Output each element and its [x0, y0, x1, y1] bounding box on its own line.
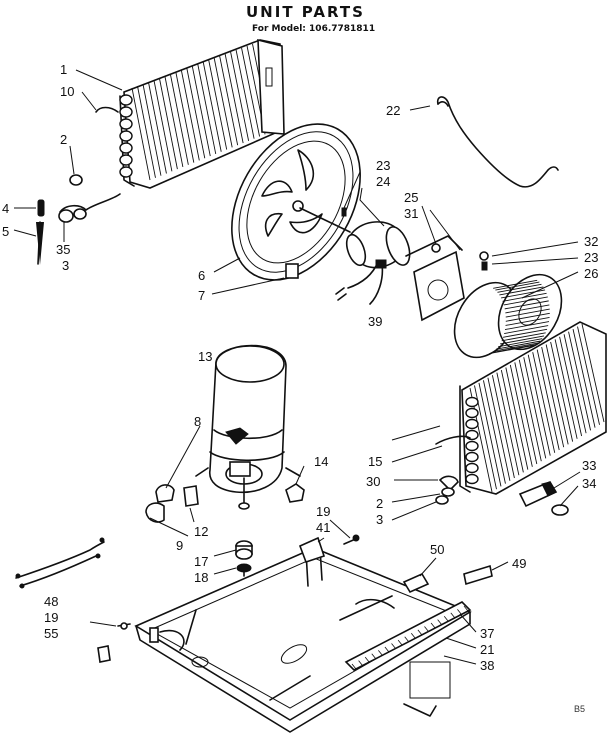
grommet-part-14: [285, 483, 305, 503]
clip-part-50: [402, 572, 430, 594]
callout-35: 35: [56, 242, 70, 257]
callout-30: 30: [366, 474, 380, 489]
evaporator-coil: [95, 38, 285, 189]
callout-23: 23: [376, 158, 390, 173]
clip-part-49: [463, 564, 493, 586]
callout-12: 12: [194, 524, 208, 539]
callout-48: 48: [44, 594, 58, 609]
callout-25: 25: [404, 190, 418, 205]
bracket-clip-part-2: [69, 174, 83, 186]
callout-10: 10: [60, 84, 74, 99]
callout-3-right: 3: [376, 512, 383, 527]
callout-31: 31: [404, 206, 418, 221]
bracket-part-33: [518, 481, 558, 508]
condenser-coil: [435, 321, 607, 495]
clip-part-34: [551, 504, 569, 516]
callout-17: 17: [194, 554, 208, 569]
clip-part-2-right: [435, 487, 455, 505]
screw-part-19-top: [343, 534, 360, 545]
clip-part-7: [285, 263, 299, 279]
callout-38: 38: [480, 658, 494, 673]
callout-34: 34: [582, 476, 596, 491]
callout-6: 6: [198, 268, 205, 283]
callout-3: 3: [62, 258, 69, 273]
callout-19: 19: [316, 504, 330, 519]
callout-7: 7: [198, 288, 205, 303]
corner-mark: B5: [574, 704, 585, 714]
callout-32: 32: [584, 234, 598, 249]
foot-part-bottom: [97, 645, 111, 663]
wire-harness: [15, 537, 105, 589]
thermistor-part-5: [36, 221, 44, 265]
drain-plug-part-4: [37, 199, 45, 217]
compressor: [195, 344, 301, 510]
blower-wheel: [453, 273, 563, 359]
callout-5: 5: [2, 224, 9, 239]
strip-part-37: [344, 601, 472, 671]
callout-26: 26: [584, 266, 598, 281]
callout-22: 22: [386, 103, 400, 118]
callout-18: 18: [194, 570, 208, 585]
clip-part-12: [183, 485, 199, 507]
cover-part-8: [145, 484, 175, 523]
bracket-part-41: [298, 536, 326, 564]
callout-37: 37: [480, 626, 494, 641]
callout-15: 15: [368, 454, 382, 469]
callout-14: 14: [314, 454, 328, 469]
callout-2-right: 2: [376, 496, 383, 511]
nut-part-32: [479, 251, 489, 261]
callout-labels: 1 10 2 4 5 35 3 22 23 24 25 31 32 23 26 …: [2, 62, 598, 673]
callout-19-left: 19: [44, 610, 58, 625]
page-title: UNIT PARTS: [246, 3, 365, 21]
tube-part-22: [436, 96, 559, 188]
callout-24: 24: [376, 174, 390, 189]
clip-part-30: [438, 475, 459, 492]
screw-part-19-pan: [117, 622, 131, 630]
callout-39: 39: [368, 314, 382, 329]
callout-41: 41: [316, 520, 330, 535]
motor-mount-bracket: [405, 235, 465, 322]
tube-holder-part-35: [58, 193, 121, 223]
model-line: For Model: 106.7781811: [252, 24, 375, 34]
grommet-part-17: [235, 540, 253, 560]
callout-55: 55: [44, 626, 58, 641]
callout-21: 21: [480, 642, 494, 657]
leader-lines: [13, 69, 581, 665]
callout-33: 33: [582, 458, 596, 473]
callout-23-right: 23: [584, 250, 598, 265]
callout-4: 4: [2, 201, 9, 216]
callout-13: 13: [198, 349, 212, 364]
callout-2: 2: [60, 132, 67, 147]
fan-motor: [299, 207, 411, 305]
callout-49: 49: [512, 556, 526, 571]
setscrew-part-23: [341, 207, 488, 271]
callout-9: 9: [176, 538, 183, 553]
callout-8: 8: [194, 414, 201, 429]
callout-50: 50: [430, 542, 444, 557]
callout-1: 1: [60, 62, 67, 77]
